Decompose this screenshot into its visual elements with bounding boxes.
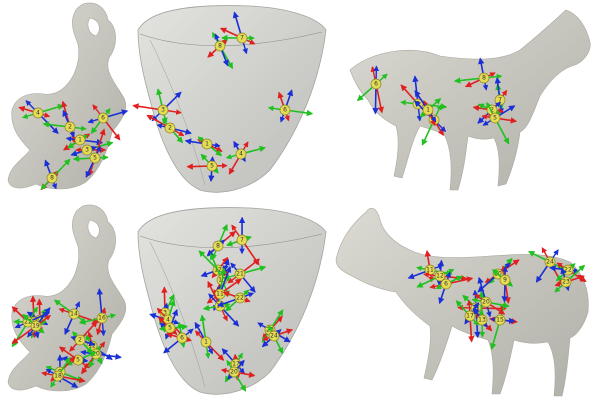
keypoint-label: 2 [168, 125, 172, 132]
keypoint-label: 9 [503, 277, 507, 284]
panel-1-kitten-mesh [8, 3, 126, 189]
keypoint-label: 5 [493, 115, 497, 122]
keypoint-label: 1 [426, 107, 430, 114]
keypoint-label: 6 [101, 115, 105, 122]
keypoint-label: 5 [210, 163, 214, 170]
keypoint-label: 8 [216, 243, 220, 250]
keypoint-label: 24 [546, 259, 554, 266]
keypoint-label: 22 [236, 295, 244, 302]
keypoint-label: 22 [564, 267, 572, 274]
keypoint-label: 6 [444, 281, 448, 288]
keypoint-label: 4 [239, 151, 243, 158]
keypoint-label: 5 [93, 155, 97, 162]
keypoint-label: 1 [205, 141, 209, 148]
keypoint-label: 6 [180, 335, 184, 342]
keypoint-label: 5 [168, 325, 172, 332]
keypoint-label: 20 [482, 299, 490, 306]
keypoint-label: 11 [216, 291, 224, 298]
keypoint-label: 14 [70, 311, 78, 318]
keypoint-label: 18 [54, 373, 62, 380]
keypoint-label: 12 [436, 273, 444, 280]
keypoint-label: 20 [230, 369, 238, 376]
keypoint-label: 2 [78, 337, 82, 344]
keypoint-label: 11 [426, 267, 434, 274]
keypoint-label: 6 [374, 81, 378, 88]
keypoint-label: 1 [78, 137, 82, 144]
keypoint-label: 24 [270, 333, 278, 340]
keypoint-label: 16 [98, 315, 106, 322]
keypoint-label: 4 [36, 110, 40, 117]
keypoint-label: 4 [166, 317, 170, 324]
keypoint-label: 23 [562, 279, 570, 286]
keypoint-label: 17 [466, 313, 474, 320]
keypoint-label: 2 [68, 124, 72, 131]
keypoint-label: 7 [240, 237, 244, 244]
keypoint-label: 19 [32, 323, 40, 330]
keypoint-label: 1 [204, 339, 208, 346]
keypoint-label: 3 [161, 107, 165, 114]
panel-3-horse-mesh [350, 10, 590, 190]
keypoint-label: 15 [496, 317, 504, 324]
keypoint-label: 8 [482, 75, 486, 82]
keypoint-label: 8 [50, 175, 54, 182]
keypoint-label: 5 [76, 357, 80, 364]
keypoint-label: 3 [85, 147, 89, 154]
keypoint-label: 21 [236, 271, 244, 278]
keypoint-label: 7 [240, 35, 244, 42]
keypoint-label: 8 [218, 43, 222, 50]
keypoint-label: 13 [478, 317, 486, 324]
panel-6-horse-mesh [336, 208, 588, 396]
keypoint-label: 6 [283, 107, 287, 114]
